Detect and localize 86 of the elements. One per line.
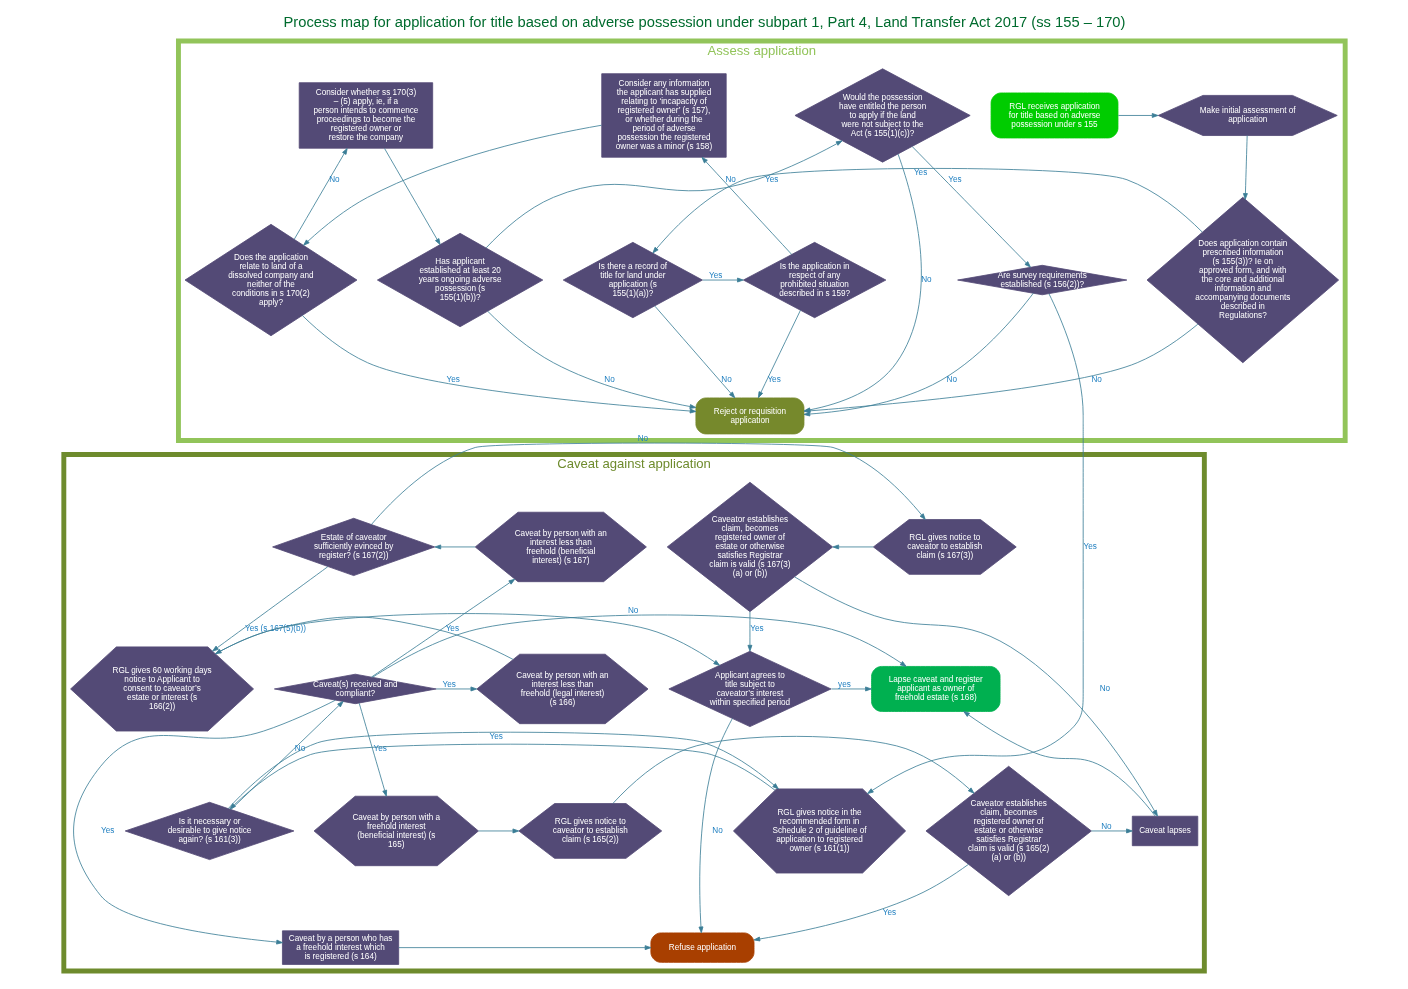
edge-label: Yes (913, 167, 927, 177)
edge-label: No (720, 375, 732, 385)
arrow (229, 743, 775, 810)
arrow (301, 315, 696, 414)
arrow (370, 578, 515, 678)
node-diamond: Has applicant established at least 20 years ongoing adverse possession (s 155(1)(b))? (376, 232, 543, 328)
node-box: Lapse caveat and register applicant as owner of freehold estate (s 168) (870, 666, 1000, 712)
node-diamond: Applicant agrees to title subject to caveator’s interest within specified period (667, 650, 831, 728)
edge-label: Yes (947, 174, 962, 184)
edge-label: No (724, 174, 736, 184)
arrow (698, 718, 733, 934)
arrow (830, 686, 872, 692)
arrow (753, 863, 969, 942)
edge-label: Yes (708, 270, 722, 280)
edge-label: Yes (445, 624, 459, 634)
arrow (652, 168, 1203, 254)
arrow (434, 544, 475, 550)
edge-label: No (946, 375, 957, 385)
edge-label: No (328, 174, 340, 184)
node-box: Caveat lapses (1131, 815, 1198, 847)
node-diamond: Are survey requirements established (s 156(2))? (956, 264, 1127, 296)
arrow (911, 146, 1031, 268)
edge-label: Yes (373, 743, 387, 753)
diagram-title: Process map for application for title based on adverse possession under subpart 1, Part 4, Land Transfer Act 2017 (ss 155 – 170) (283, 13, 1125, 30)
edge-label: Yes (489, 731, 503, 741)
arrow (370, 442, 926, 525)
arrow (832, 544, 874, 550)
node-diamond: Would the possession have entitled the person to apply if the land were not subject to the Act (s 155(1)(c))? (794, 68, 971, 163)
arrow (486, 310, 696, 409)
arrow (383, 148, 440, 245)
node-diamond: Caveator establishes claim, becomes registered owner of estate or otherwise satisfies Registrar claim is valid (s 165(2) (a) or (b)) (925, 765, 1092, 897)
arrow (962, 711, 1156, 817)
arrow (701, 277, 744, 283)
arrow (485, 140, 842, 249)
node-diamond: Caveator establishes claim, becomes registered owner of estate or otherwise satisfies Registrar claim is valid (s 167(3) (a) or (b)) (666, 481, 833, 613)
arrow (211, 566, 328, 652)
edge-label: Yes (766, 375, 781, 385)
arrow (1090, 828, 1133, 834)
node-box: Consider whether ss 170(3) – (5) apply, ie, if a person intends to commence proceedings to become the registered owner or restore the company (298, 82, 433, 149)
arrow (358, 702, 387, 797)
edge-label: No (603, 375, 615, 385)
node-diamond: Is the application in respect of any prohibited situation described in s 159? (742, 241, 886, 319)
arrow (866, 293, 1084, 794)
edge-label: Yes (1082, 542, 1097, 551)
edge-label: No (1090, 375, 1102, 385)
node-diamond: Does application contain prescribed information (s 155(3))? Ie on approved form, and with the core and additional information and accompanying documents described in Regulations? (1146, 196, 1339, 364)
arrow (793, 576, 1158, 817)
node-box: Refuse application (649, 932, 754, 963)
edge-label: Yes (445, 375, 460, 385)
arrow (227, 731, 779, 809)
edge-label: yes (837, 679, 851, 689)
node-diamond: Does the application relate to land of a dissolved company and neither of the conditions in s 170(2) apply? (184, 223, 357, 337)
node-box: RGL receives application for title based on adverse possession under s 155 (990, 92, 1118, 139)
node-diamond: Caveat(s) received and compliant? (273, 673, 437, 705)
arrow (757, 309, 801, 399)
arrow (214, 616, 513, 660)
arrow (653, 305, 735, 399)
arrow (371, 614, 907, 678)
arrow (435, 686, 477, 692)
edge-label: Yes (749, 624, 764, 634)
edge-label: No (920, 275, 932, 285)
arrow (477, 828, 519, 834)
arrow (293, 148, 348, 240)
node-diamond: Estate of caveator sufficiently evinced by register? (s 167(2)) (271, 517, 435, 576)
arrow (1117, 113, 1158, 118)
edge-label: Yes (441, 679, 456, 689)
arrow (1242, 135, 1248, 200)
arrow (302, 124, 602, 246)
edge-label: Yes (100, 826, 114, 836)
node-box: Reject or requisition application (695, 397, 804, 435)
edge-label: Yes (764, 174, 778, 184)
edge-label: No (1100, 821, 1112, 831)
arrow (397, 945, 651, 951)
arrow (612, 735, 974, 804)
node-box: Caveat by a person who has a freehold interest which is registered (s 164) (281, 930, 399, 965)
arrow (230, 701, 344, 810)
arrow (701, 157, 792, 255)
edge-label: Yes (882, 908, 896, 918)
arrow (747, 611, 752, 652)
node-diamond: Is there a record of title for land under application (s 155(1)(a))? (562, 241, 703, 319)
node-box: Consider any information the applicant has supplied relating to ‘incapacity of registered owner’ (s 157), or whether during the period of adverse possession the registered owner was a minor (s 158) (600, 73, 727, 158)
edge-label: No (711, 826, 723, 836)
edge-label: No (627, 605, 638, 615)
arrow (72, 699, 336, 945)
arrow (214, 613, 720, 666)
edge-label: No (1099, 684, 1110, 693)
